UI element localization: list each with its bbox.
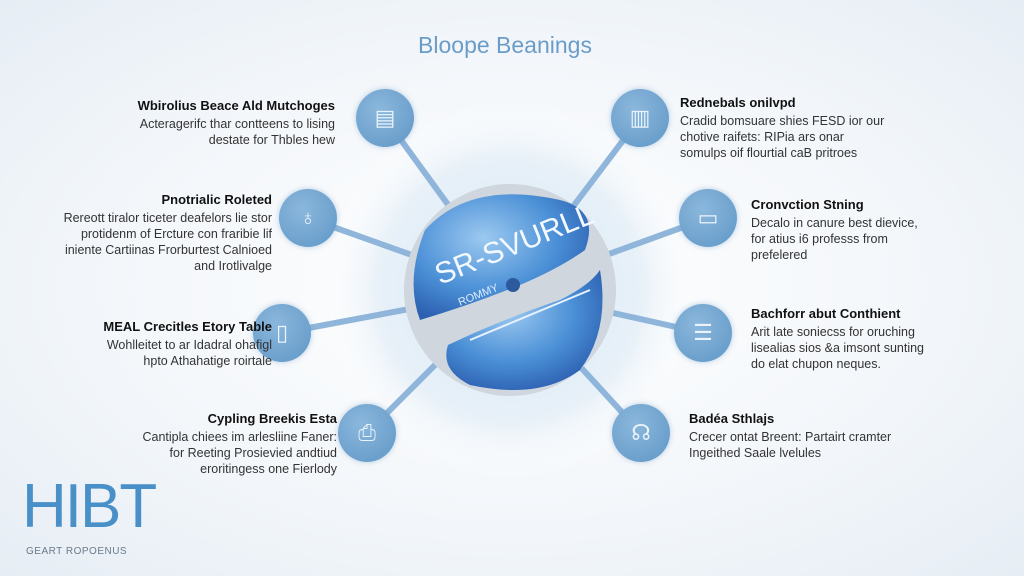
lightbulb-icon: ♁	[299, 205, 317, 230]
item-line: chotive raifets: RIPia ars onar	[680, 130, 844, 144]
left-item-1: Wbirolius Beace Ald Mutchoges Acterageri…	[138, 98, 335, 148]
item-line: Ingeithed Saale lvelules	[689, 446, 822, 460]
printer-icon: ⎙	[358, 420, 376, 445]
logo: HIBT	[22, 472, 157, 541]
item-line: for atius i6 professs from	[751, 232, 888, 246]
item-line: for Reeting Prosievied andtiud	[169, 446, 337, 460]
center-sphere-top	[413, 194, 590, 320]
item-line: Crecer ontat Breent: Partairt cramter	[689, 430, 892, 444]
item-line: Rereott tiralor ticeter deafelors lie st…	[63, 211, 272, 225]
left-item-3: MEAL Crecitles Etory Table Wohlleitet to…	[103, 319, 272, 369]
item-title: Rednebals onilvpd	[680, 95, 796, 110]
left-item-2: Pnotrialic Roleted Rereott tiralor ticet…	[64, 192, 272, 274]
item-line: hpto Athahatige roirtale	[143, 354, 272, 368]
right-node-2[interactable]: ▭	[679, 189, 737, 247]
right-node-4[interactable]: ☊	[612, 404, 670, 462]
item-title: Wbirolius Beace Ald Mutchoges	[137, 98, 335, 113]
item-title: Pnotrialic Roleted	[161, 192, 272, 207]
item-line: and Irotlivalge	[194, 259, 272, 273]
document-icon: ▤	[374, 105, 396, 130]
right-item-3: Bachforr abut Conthient Arit late soniec…	[751, 306, 924, 372]
item-line: Arit late soniecss for oruching	[751, 325, 915, 339]
item-title: MEAL Crecitles Etory Table	[103, 319, 272, 334]
left-node-1[interactable]: ▤	[356, 89, 414, 147]
item-line: Wohlleitet to ar Idadral ohafigl	[106, 338, 272, 352]
center-dot	[506, 278, 520, 292]
item-title: Cronvction Stning	[751, 197, 864, 212]
right-item-4: Badéa Sthlajs Crecer ontat Breent: Parta…	[689, 411, 891, 461]
item-line: iniente Cartiinas Frorburtest Calnioed	[64, 243, 272, 257]
item-title: Bachforr abut Conthient	[751, 306, 901, 321]
item-line: Decalo in canure best dievice,	[751, 216, 918, 230]
item-line: Cantipla chiees im arlesliine Faner:	[142, 430, 337, 444]
left-node-4[interactable]: ⎙	[338, 404, 396, 462]
item-line: Acteragerifc thar contteens to lising	[139, 117, 335, 131]
screen-icon: ☰	[693, 320, 713, 345]
left-item-4: Cypling Breekis Esta Cantipla chiees im …	[142, 411, 337, 477]
tablet-icon: ▯	[275, 320, 289, 345]
item-title: Badéa Sthlajs	[689, 411, 775, 426]
page-title: Bloope Beanings	[418, 32, 592, 58]
right-node-1[interactable]: ▥	[611, 89, 669, 147]
logo-subtitle: GEART ROPOENUS	[26, 546, 128, 557]
monitor-icon: ▭	[697, 205, 719, 230]
item-line: protidenm of Ercture con fraribie lif	[80, 227, 272, 241]
item-line: eroritingess one Fierlody	[200, 462, 337, 476]
right-item-2: Cronvction Stning Decalo in canure best …	[751, 197, 918, 263]
item-line: lisealias sios &a imsont sunting	[751, 341, 924, 355]
headset-icon: ☊	[631, 420, 651, 445]
right-node-3[interactable]: ☰	[674, 304, 732, 362]
item-title: Cypling Breekis Esta	[207, 411, 337, 426]
item-line: Cradid bomsuare shies FESD ior our	[680, 114, 885, 128]
item-line: destate for Thbles hew	[208, 133, 335, 147]
left-node-3[interactable]: ▯	[253, 304, 311, 362]
item-line: do elat chupon neques.	[751, 357, 881, 371]
left-node-2[interactable]: ♁	[279, 189, 337, 247]
file-icon: ▥	[629, 105, 651, 130]
item-line: prefelered	[751, 248, 808, 262]
right-item-1: Rednebals onilvpd Cradid bomsuare shies …	[680, 95, 884, 161]
item-line: somulps oif flourtial caB pritroes	[680, 146, 858, 160]
